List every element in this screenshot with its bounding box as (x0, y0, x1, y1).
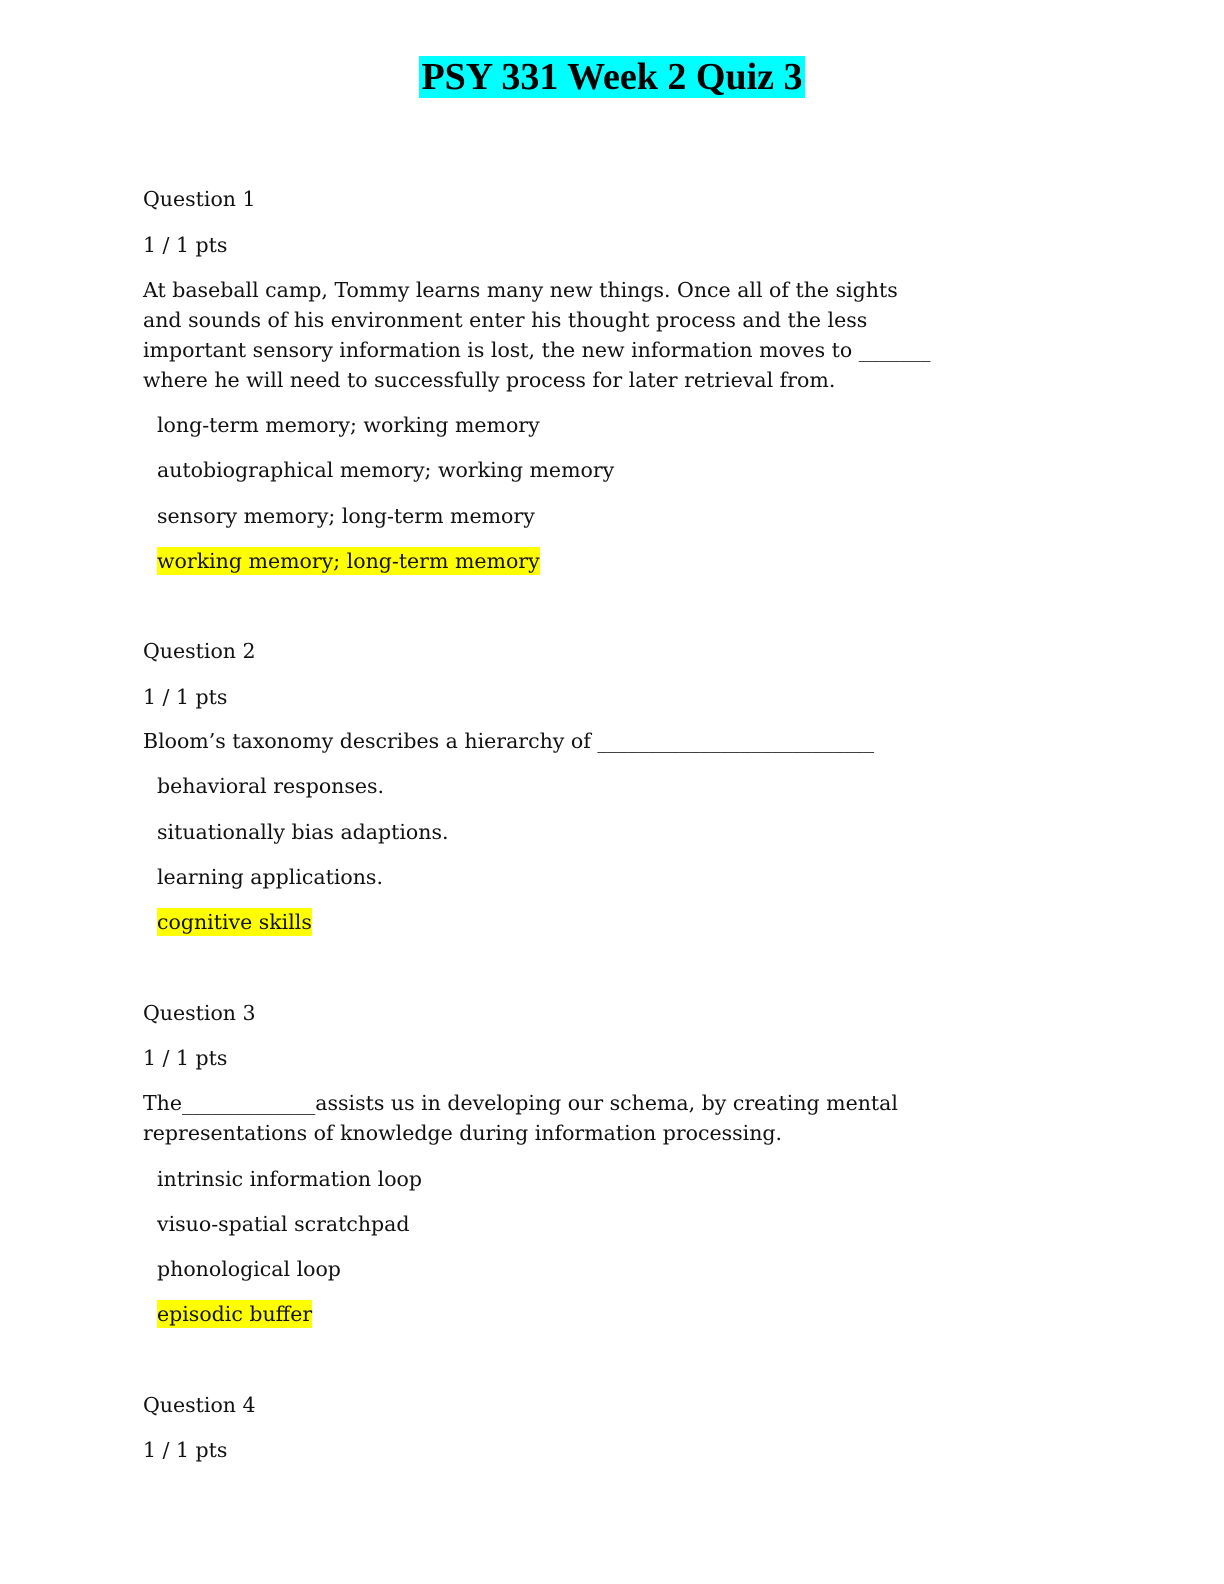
answer-option: phonological loop (157, 1257, 341, 1281)
question-points: 1 / 1 pts (143, 233, 228, 257)
answer-option: autobiographical memory; working memory (157, 458, 615, 482)
answer-option: sensory memory; long-term memory (157, 504, 535, 528)
answer-option: situationally bias adaptions. (157, 820, 449, 844)
question-label: Question 1 (143, 187, 256, 211)
question-text: and sounds of his environment enter his … (143, 308, 868, 332)
question-label: Question 4 (143, 1393, 256, 1417)
answer-option-correct: cognitive skills (157, 908, 312, 936)
answer-option: learning applications. (157, 865, 383, 889)
question-text: At baseball camp, Tommy learns many new … (143, 278, 898, 302)
question-label: Question 3 (143, 1001, 256, 1025)
answer-option: long-term memory; working memory (157, 413, 540, 437)
question-text: The_____________assists us in developing… (143, 1091, 898, 1115)
document-title: PSY 331 Week 2 Quiz 3 (419, 56, 805, 98)
question-label: Question 2 (143, 639, 256, 663)
answer-option: behavioral responses. (157, 774, 385, 798)
answer-option-correct: episodic buffer (157, 1300, 313, 1328)
question-text: important sensory information is lost, t… (143, 338, 931, 362)
answer-option: intrinsic information loop (157, 1167, 422, 1191)
question-text: representations of knowledge during info… (143, 1121, 783, 1145)
question-text: Bloom’s taxonomy describes a hierarchy o… (143, 729, 875, 753)
question-points: 1 / 1 pts (143, 685, 228, 709)
question-text: where he will need to successfully proce… (143, 368, 836, 392)
answer-option: visuo-spatial scratchpad (157, 1212, 410, 1236)
question-points: 1 / 1 pts (143, 1438, 228, 1462)
question-points: 1 / 1 pts (143, 1046, 228, 1070)
answer-option-correct: working memory; long-term memory (157, 547, 540, 575)
